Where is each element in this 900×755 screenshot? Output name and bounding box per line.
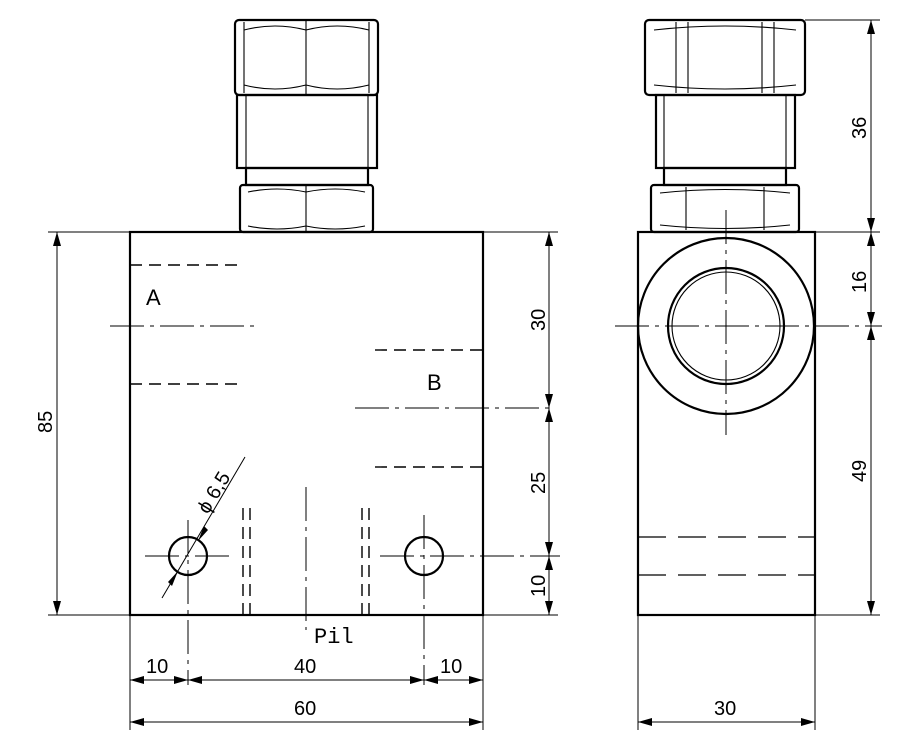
dim-height-total-text: 85 [35, 411, 57, 433]
port-a-label: A [146, 285, 161, 310]
dim-bottom-offset-text: 10 [528, 575, 550, 597]
dim-side-bottom: 30 [637, 615, 816, 730]
pilot-label: Pil [314, 625, 354, 650]
dim-right-10-text: 10 [440, 656, 462, 678]
front-view: A B Pil ϕ 6,5 [35, 18, 560, 730]
dim-a-offset-text: 30 [528, 309, 550, 331]
front-screw [233, 18, 380, 234]
dim-width-60-text: 60 [294, 698, 316, 720]
dim-port-16-text: 16 [849, 271, 871, 293]
dim-b-offset-text: 25 [528, 472, 550, 494]
dim-left-10-text: 10 [146, 656, 168, 678]
dim-side-right: 36 16 49 [805, 19, 880, 616]
dim-front-bottom: 10 40 10 60 [129, 615, 484, 730]
dim-lower-49-text: 49 [849, 460, 871, 482]
dim-width-30-text: 30 [714, 698, 736, 720]
dim-center-40-text: 40 [294, 656, 316, 678]
dim-front-right: 30 25 10 [483, 231, 558, 616]
hole-diameter-leader: ϕ 6,5 [161, 456, 246, 599]
hole-diameter-text: ϕ 6,5 [193, 468, 235, 518]
port-b-label: B [427, 370, 442, 395]
side-view: 36 16 49 30 [615, 18, 882, 730]
side-screw [643, 18, 807, 234]
dim-height-total: 85 [35, 231, 130, 616]
dim-cap-36-text: 36 [849, 117, 871, 139]
